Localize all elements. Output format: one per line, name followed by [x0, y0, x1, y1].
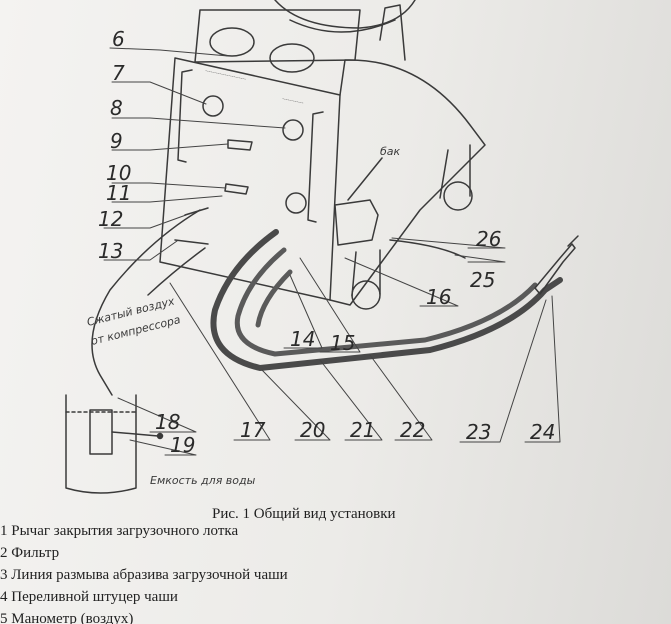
knob-8: [282, 119, 304, 141]
callout-11: 11: [106, 181, 131, 205]
callout-8: 8: [110, 96, 123, 120]
callout-17: 17: [240, 418, 266, 442]
knob-7: [202, 95, 224, 117]
callout-20: 20: [300, 418, 325, 442]
panel-caption: -----------------------: [205, 68, 247, 83]
water-tank: [65, 394, 137, 494]
callout-13: 13: [98, 239, 123, 263]
wheel-bracket-rear: [439, 144, 471, 199]
side-body: [329, 59, 486, 306]
tank-label-line: [347, 157, 383, 201]
callout-22: 22: [400, 418, 425, 442]
callout-6: 6: [112, 27, 125, 51]
knob-11: [285, 192, 307, 214]
pump-rod: [111, 431, 159, 437]
callout-16: 16: [426, 285, 451, 309]
hose-third: [255, 269, 293, 328]
hose-inner: [234, 247, 538, 357]
water-pump: [89, 409, 113, 455]
legend-item: 5 Манометр (воздух): [0, 611, 134, 624]
callout-14: 14: [290, 327, 315, 351]
hose-outer: [210, 229, 563, 371]
panel-caption-2: ------------: [282, 96, 305, 106]
callout-24: 24: [530, 420, 555, 444]
tank-label: бак: [380, 145, 401, 158]
nozzle: [534, 243, 576, 295]
callout-10: 10: [106, 161, 131, 185]
wheel-rear: [443, 181, 473, 211]
legend-item: 2 Фильтр: [0, 545, 60, 561]
valve-9: [227, 139, 253, 151]
callout-7: 7: [112, 61, 125, 85]
callout-15: 15: [330, 331, 355, 355]
callout-18: 18: [155, 410, 180, 434]
apparatus-diagram: ----------------------- ------------ бак…: [65, 0, 579, 494]
gauge-right: [269, 43, 315, 73]
air-hose: [91, 209, 201, 396]
hopper-rim: [289, 19, 396, 33]
legend-item: 3 Линия размыва абразива загрузочной чаш…: [0, 567, 288, 583]
figure-caption: Рис. 1 Общий вид установки: [212, 506, 396, 522]
handle-right: [307, 111, 324, 223]
handle-left: [177, 69, 193, 163]
valve-10: [224, 183, 249, 195]
pipe-25-26: [389, 239, 466, 259]
gauge-left: [209, 27, 255, 57]
tank-box: [334, 199, 379, 246]
callout-23: 23: [466, 420, 491, 444]
water-hose: [147, 247, 206, 296]
callout-12: 12: [98, 207, 123, 231]
callout-19: 19: [170, 433, 195, 457]
hopper-pipe: [379, 4, 406, 61]
nozzle-tip: [567, 235, 579, 247]
callout-26: 26: [476, 227, 501, 251]
callout-9: 9: [110, 129, 123, 153]
wheel-front: [351, 280, 381, 310]
water-tank-label: Емкость для воды: [150, 474, 256, 487]
callout-21: 21: [350, 418, 375, 442]
hopper-outline: [274, 0, 416, 29]
callout-25: 25: [470, 268, 495, 292]
wheel-bracket-front: [351, 249, 381, 297]
legend-item: 1 Рычаг закрытия загрузочного лотка: [0, 523, 239, 539]
fitting-13: [174, 239, 209, 245]
legend-item: 4 Переливной штуцер чаши: [0, 589, 178, 605]
legend-list: 1 Рычаг закрытия загрузочного лотка 2 Фи…: [0, 520, 288, 624]
front-panel: [159, 57, 341, 301]
